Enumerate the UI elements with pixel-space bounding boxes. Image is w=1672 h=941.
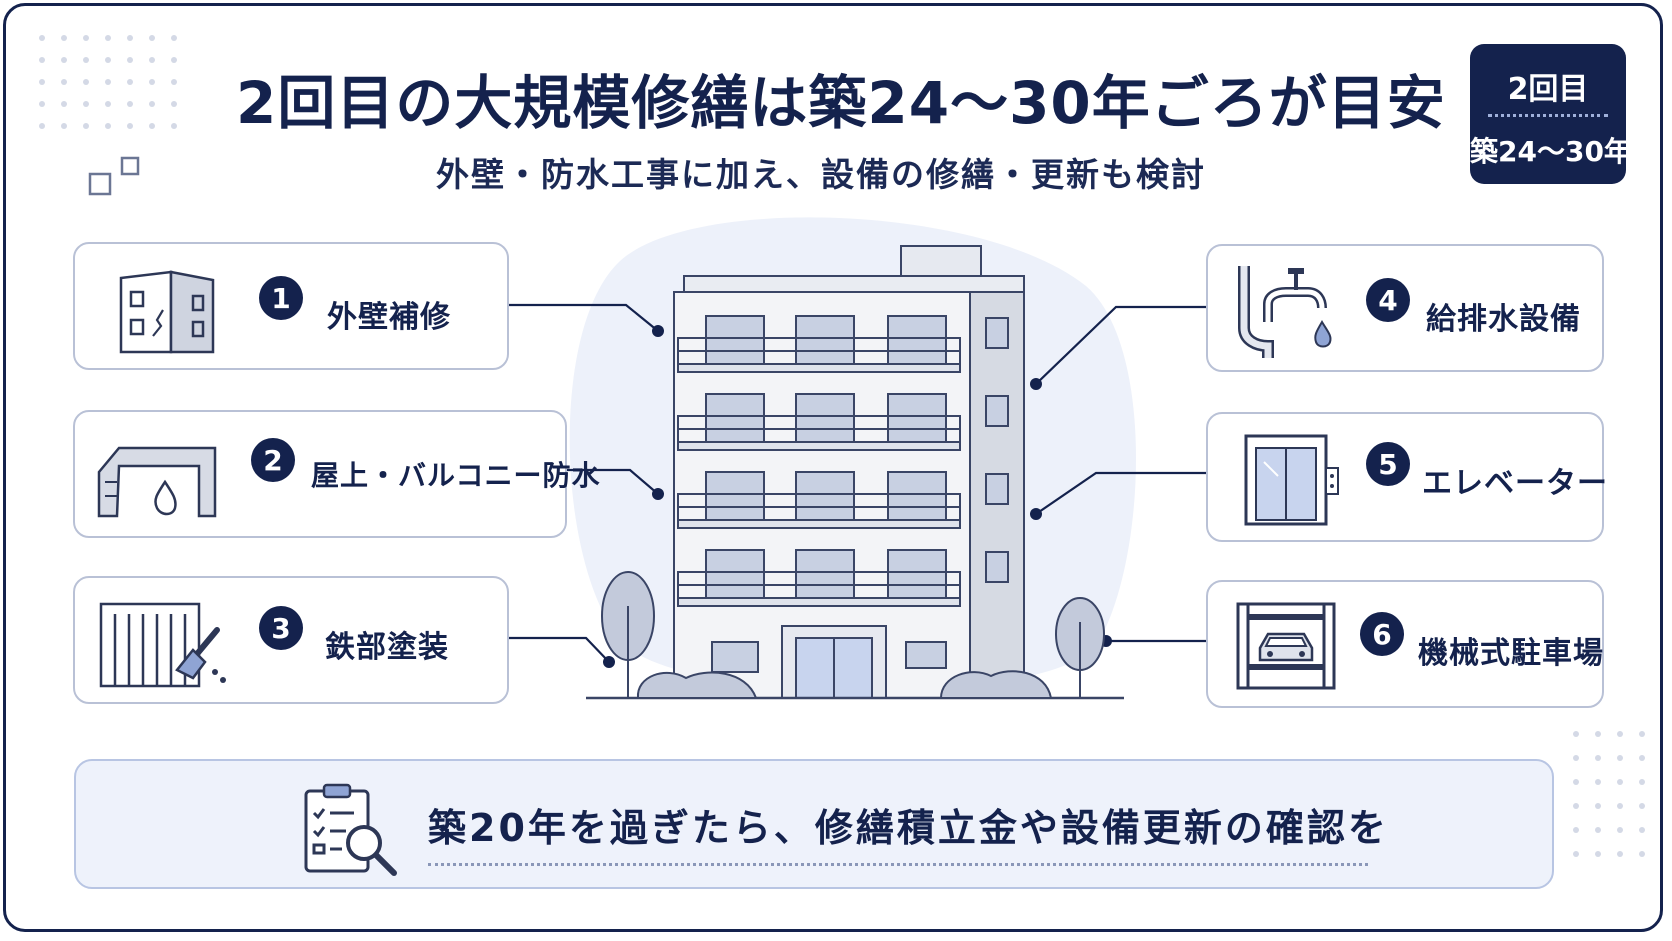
item-number: 1 <box>259 276 303 320</box>
item-label: 鉄部塗装 <box>325 630 449 665</box>
apartment-building <box>586 245 1124 700</box>
note-text: 築20年を過ぎたら、修繕積立金や設備更新の確認を <box>428 806 1389 850</box>
note-dotted-underline <box>428 863 1368 866</box>
item-card-roof-balcony: 2 屋上・バルコニー防水 <box>73 410 599 538</box>
item-card-exterior-wall: 1 外壁補修 <box>73 242 509 370</box>
item-number: 5 <box>1366 442 1410 486</box>
item-label: 機械式駐車場 <box>1418 636 1604 671</box>
dot-pattern-top-left <box>39 35 177 129</box>
connector-lines <box>506 303 1206 663</box>
roof-waterproof-icon <box>97 446 217 518</box>
bottom-note: 築20年を過ぎたら、修繕積立金や設備更新の確認を <box>74 759 1554 889</box>
water-pipe-faucet-icon <box>1238 266 1332 358</box>
dot-pattern-bottom-right <box>1573 731 1645 857</box>
badge-separator <box>1488 114 1608 117</box>
clipboard-magnifier-icon <box>304 783 397 876</box>
item-number: 4 <box>1366 278 1410 322</box>
connector-dots <box>603 325 1112 668</box>
item-card-water-supply: 4 給排水設備 <box>1206 244 1604 372</box>
squares-decoration <box>88 156 140 196</box>
item-label: 外壁補修 <box>327 300 451 335</box>
infographic-frame: 2回目の大規模修繕は築24〜30年ごろが目安 外壁・防水工事に加え、設備の修繕・… <box>3 3 1663 932</box>
item-number: 6 <box>1360 612 1404 656</box>
item-card-steel-painting: 3 鉄部塗装 <box>73 576 509 704</box>
page-subtitle: 外壁・防水工事に加え、設備の修繕・更新も検討 <box>436 155 1206 194</box>
item-label: 屋上・バルコニー防水 <box>311 459 601 492</box>
cracked-wall-icon <box>119 270 215 354</box>
background-illustration <box>39 35 1645 857</box>
mechanical-parking-icon <box>1236 602 1336 690</box>
badge-years: 築24〜30年 <box>1470 135 1632 168</box>
elevator-icon <box>1244 434 1339 526</box>
item-number: 2 <box>251 438 295 482</box>
item-label: 給排水設備 <box>1426 302 1581 337</box>
item-card-elevator: 5 エレベーター <box>1206 412 1607 542</box>
badge-round: 2回目 <box>1507 72 1589 107</box>
item-card-parking: 6 機械式駐車場 <box>1206 580 1604 708</box>
item-label: エレベーター <box>1422 466 1608 501</box>
paint-brush-fence-icon <box>99 602 226 688</box>
item-number: 3 <box>259 606 303 650</box>
period-badge: 2回目 築24〜30年 <box>1470 44 1632 184</box>
page-title: 2回目の大規模修繕は築24〜30年ごろが目安 <box>236 69 1446 137</box>
